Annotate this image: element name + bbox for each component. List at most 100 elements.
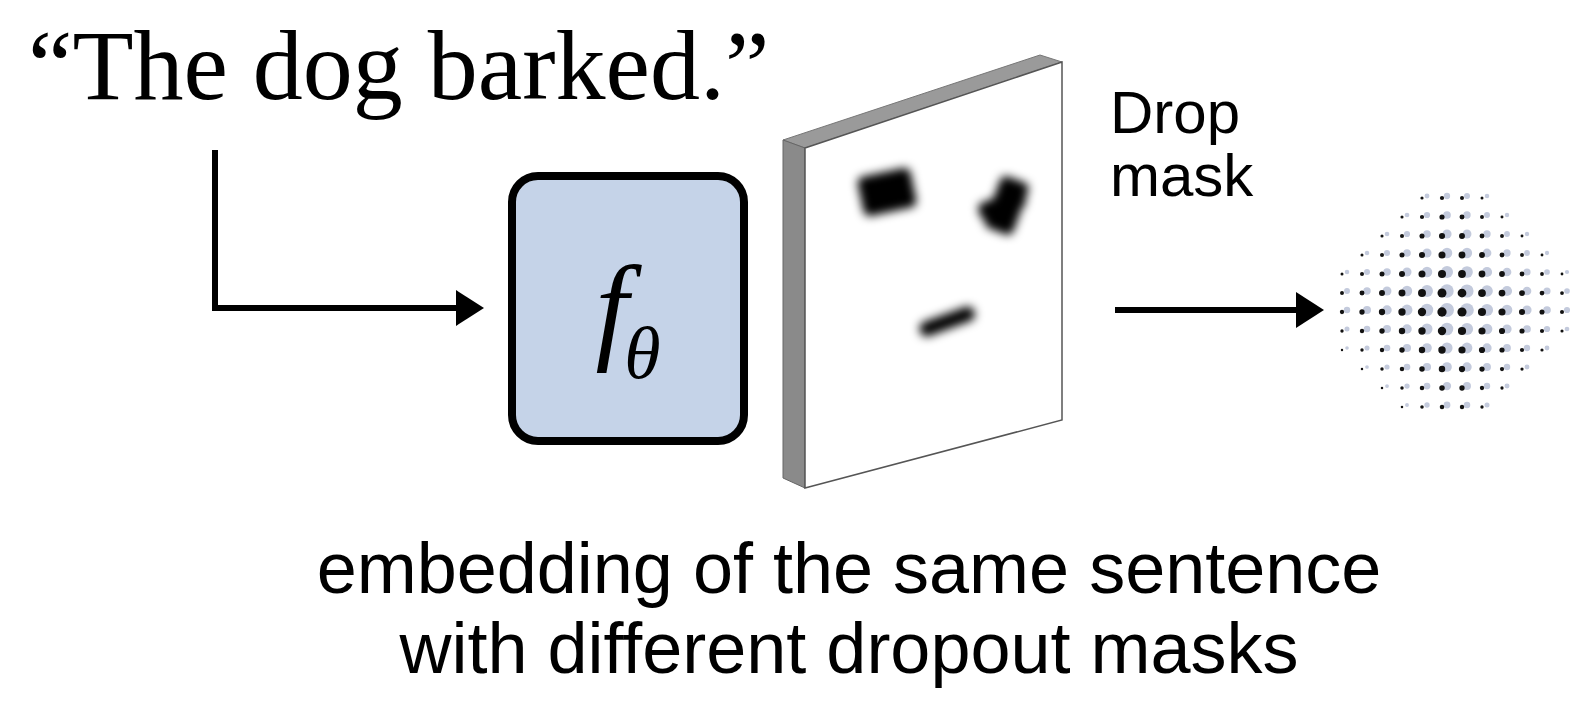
embedding-dots — [1340, 193, 1570, 409]
embedding-dot — [1519, 309, 1525, 315]
embedding-dot — [1405, 403, 1409, 407]
embedding-dot — [1344, 288, 1350, 294]
embedding-dot — [1365, 251, 1370, 256]
embedding-dot — [1459, 233, 1465, 239]
embedding-dot — [1385, 384, 1389, 388]
embedding-dot — [1404, 364, 1411, 371]
embedding-dot — [1439, 214, 1444, 219]
embedding-dot — [1484, 402, 1489, 407]
embedding-dot — [1545, 346, 1550, 351]
embedding-dot — [1364, 345, 1369, 350]
embedding-dot — [1419, 271, 1426, 278]
embedding-dot — [1404, 231, 1410, 237]
embedding-dot — [1340, 329, 1343, 332]
embedding-dot — [1478, 327, 1485, 334]
embedding-dot — [1484, 212, 1490, 218]
mask-blob — [917, 305, 977, 339]
embedding-dot — [1380, 348, 1384, 352]
embedding-dot — [1500, 234, 1504, 238]
embedding-dot — [1384, 250, 1390, 256]
embedding-dot — [1501, 216, 1504, 219]
embedding-dot — [1360, 291, 1365, 296]
embedding-dot — [1560, 310, 1564, 314]
embedding-dot — [1505, 384, 1510, 389]
embedding-dot — [1400, 386, 1404, 390]
embedding-dot — [1541, 254, 1544, 257]
embedding-dot — [1384, 364, 1389, 369]
embedding-dot — [1483, 230, 1490, 237]
embedding-dot — [1424, 402, 1429, 407]
embedding-dot — [1540, 348, 1543, 351]
embedding-dot — [1438, 270, 1446, 278]
output-arrow — [1115, 307, 1300, 313]
embedding-dot — [1540, 329, 1544, 333]
embedding-dot — [1457, 307, 1466, 316]
embedding-dot — [1399, 328, 1405, 334]
embedding-dot — [1460, 405, 1464, 409]
embedding-dot — [1438, 251, 1445, 258]
embedding-dot — [1400, 234, 1404, 238]
embedding-dot — [1520, 272, 1525, 277]
embedding-dot — [1380, 253, 1384, 257]
embedding-dot — [1479, 366, 1484, 371]
embedding-dot — [1379, 309, 1385, 315]
embedding-dot — [1400, 367, 1404, 371]
embedding-dot — [1520, 348, 1524, 352]
embedding-dot — [1499, 328, 1505, 334]
embedding-dot — [1437, 307, 1446, 316]
arrow-head — [1296, 292, 1324, 328]
encoder-box: fθ — [508, 172, 748, 445]
embedding-dot — [1503, 249, 1510, 256]
embedding-dot — [1399, 252, 1404, 257]
embedding-dot — [1460, 196, 1464, 200]
embedding-dot — [1458, 346, 1465, 353]
embedding-dot — [1500, 386, 1503, 389]
embedding-dot — [1480, 234, 1485, 239]
embedding-dot — [1379, 290, 1385, 296]
embedding-dot — [1444, 193, 1450, 199]
embedding-dot — [1481, 197, 1484, 200]
embedding-dot — [1543, 287, 1550, 294]
embedding-dot — [1561, 273, 1564, 276]
embedding-dot — [1480, 405, 1483, 408]
embedding-dot — [1500, 253, 1505, 258]
embedding-dot — [1540, 291, 1545, 296]
embedding-dot — [1359, 309, 1364, 314]
embedding-dot — [1381, 387, 1384, 390]
embedding-dot — [1478, 308, 1486, 316]
embedding-dot — [1425, 194, 1430, 199]
mask-blobs — [856, 167, 1030, 339]
embedding-dot — [1484, 383, 1490, 389]
embedding-dot — [1525, 232, 1529, 236]
mask-blob — [856, 167, 917, 217]
embedding-dot — [1399, 290, 1406, 297]
embedding-dot — [1440, 405, 1445, 410]
embedding-dot — [1460, 215, 1465, 220]
embedding-dot — [1438, 346, 1445, 353]
embedding-dot — [1364, 326, 1371, 333]
embedding-dot — [1404, 383, 1409, 388]
arrow-head — [456, 290, 484, 326]
embedding-dot — [1498, 308, 1505, 315]
embedding-dot — [1424, 383, 1431, 390]
embedding-dot — [1401, 406, 1404, 409]
embedding-dot — [1458, 270, 1466, 278]
embedding-dot — [1565, 327, 1570, 332]
embedding-dot — [1524, 250, 1530, 256]
embedding-dot — [1439, 366, 1445, 372]
embedding-dot — [1365, 365, 1369, 369]
panel-side-edge — [783, 140, 805, 488]
embedding-dot — [1523, 268, 1530, 275]
embedding-dot — [1419, 233, 1424, 238]
embedding-dot — [1379, 328, 1384, 333]
embedding-dot — [1504, 364, 1510, 370]
embedding-dot — [1360, 329, 1364, 333]
embedding-dot — [1459, 366, 1465, 372]
embedding-dot — [1521, 235, 1524, 238]
embedding-dot — [1544, 269, 1550, 275]
embedding-dot — [1499, 347, 1504, 352]
embedding-dot — [1420, 386, 1425, 391]
embedding-dot — [1420, 215, 1424, 219]
embedding-dot — [1384, 345, 1391, 352]
embedding-dot — [1545, 251, 1549, 255]
